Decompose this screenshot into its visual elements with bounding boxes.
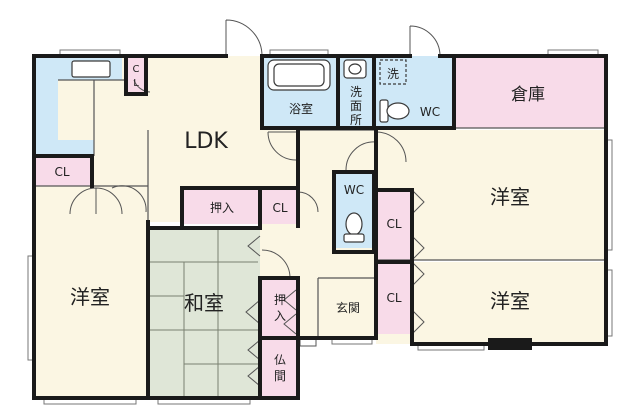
soko-label: 倉庫 [511,85,545,105]
cl-center-label: CL [272,201,287,215]
storage-labels: C L CL 押入 CL CL CL 押 入 仏 間 [54,64,401,383]
bathtub-icon [267,59,331,91]
kitchen-cl-label-2: L [133,78,139,89]
oshiire-lower-floor [262,280,296,336]
western-rl-floor [376,262,606,344]
butsuma-floor [262,338,296,396]
cl-ru-label: CL [386,217,401,231]
wc-upper-label: WC [420,105,440,119]
door-swings [69,19,441,387]
kitchen-cl-label-1: C [133,64,140,75]
tatami-lines [150,228,258,398]
kitchen-counter-bottom [36,140,94,156]
western-left-label: 洋室 [70,285,110,309]
cl-left-label: CL [54,165,69,179]
kitchen-sink-icon [71,60,111,78]
washer-label: 洗 [387,67,399,81]
toilet-middle-icon [343,212,365,243]
western-left-floor [34,186,148,398]
butsuma-label-1: 仏 [274,353,286,367]
oshiire-upper-label: 押入 [210,201,234,215]
bath-label: 浴室 [289,101,313,116]
oshiire-lower-label-1: 押 [274,293,286,307]
ldk-label: LDK [184,129,228,154]
genkan-label: 玄関 [336,300,360,315]
fixtures [71,59,410,243]
cl-ru-floor [376,190,412,260]
washitsu-floor [148,228,260,398]
senmenjo-label-2: 面 [350,99,362,113]
genkan-floor [318,278,376,338]
oshiire-lower-label-2: 入 [274,309,286,323]
kitchen-counter [36,58,58,156]
walls [32,54,608,400]
washitsu-label: 和室 [184,291,224,315]
western-rl-label: 洋室 [490,289,530,313]
kitchen-cl-floor [126,58,146,92]
oshiire-upper-floor [184,190,260,224]
toilet-upper-icon [379,99,410,123]
soko-floor [454,56,606,128]
cl-center-floor [262,190,298,224]
washer-space-icon [379,59,407,85]
western-ru-label: 洋室 [490,185,530,209]
senmenjo-label-3: 所 [350,113,362,127]
washbasin-icon [343,59,367,79]
butsuma-label-2: 間 [274,369,286,383]
room-labels: LDK 洋室 和室 洋室 洋室 倉庫 浴室 洗 面 所 WC WC 玄関 洗 [70,67,545,315]
cl-rl-label: CL [386,291,401,305]
cl-rl-floor [376,262,412,334]
wc-middle-label: WC [344,183,364,197]
cl-left-floor [34,156,90,186]
senmenjo-label-1: 洗 [350,85,362,99]
